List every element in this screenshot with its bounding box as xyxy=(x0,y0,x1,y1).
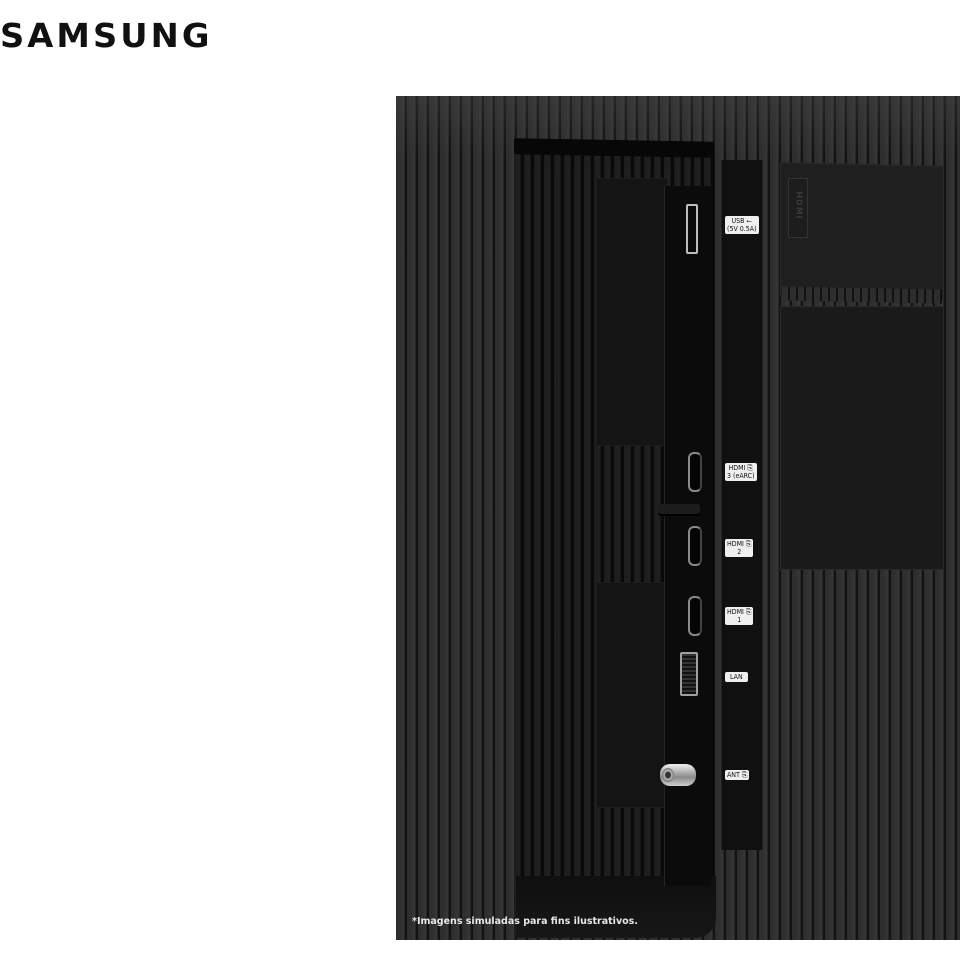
lan-port-icon xyxy=(680,652,698,696)
samsung-logo: SAMSUNG xyxy=(0,16,213,55)
inner-cover-top xyxy=(596,178,668,446)
product-image: USB ⭠ (5V 0.5A) HDMI ⎘ 3 (eARC) HDMI ⎘ 2… xyxy=(396,96,960,940)
ant-label: ANT ⎘ xyxy=(725,770,750,780)
hdmi1-port-icon xyxy=(688,596,702,636)
label-rail xyxy=(721,160,763,850)
cable-clip xyxy=(658,504,700,514)
recess-floor xyxy=(516,876,716,938)
hdmi-embossed-label: HDMI xyxy=(788,178,808,238)
antenna-connector-icon xyxy=(660,764,696,786)
hdmi3-label: HDMI ⎘ 3 (eARC) xyxy=(725,463,757,481)
usb-label: USB ⭠ (5V 0.5A) xyxy=(725,216,759,234)
lan-label: LAN xyxy=(725,672,748,682)
hdmi2-label: HDMI ⎘ 2 xyxy=(725,539,754,557)
plate-vent-teeth xyxy=(782,286,942,304)
lower-cover-plate xyxy=(780,306,944,570)
hdmi2-port-icon xyxy=(688,526,702,566)
hdmi3-port-icon xyxy=(688,452,702,492)
inner-cover-bottom xyxy=(596,582,668,808)
usb-port-icon xyxy=(686,204,698,254)
disclaimer-text: *Imagens simuladas para fins ilustrativo… xyxy=(412,916,638,927)
hdmi1-label: HDMI ⎘ 1 xyxy=(725,607,754,625)
